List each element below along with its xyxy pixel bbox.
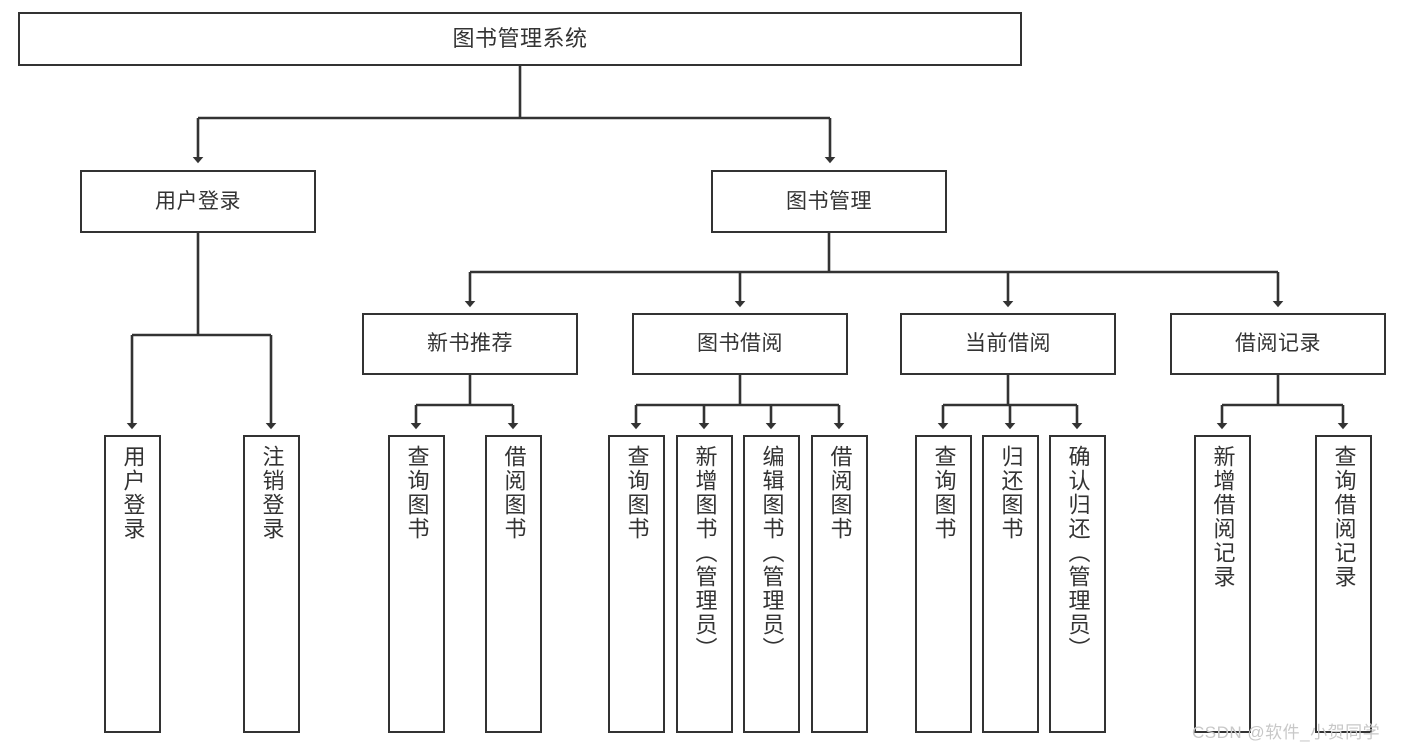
node-book-manage[interactable]: 图书管理 bbox=[711, 170, 947, 233]
node-leaf-query-borrow-record-label: 查询借阅记录 bbox=[1331, 445, 1357, 589]
node-leaf-confirm-return-label: 确认归还（管理员） bbox=[1065, 445, 1091, 661]
node-leaf-query-book-borrow-label: 查询图书 bbox=[624, 445, 650, 541]
node-leaf-return-book-label: 归还图书 bbox=[998, 445, 1024, 541]
node-borrow-record[interactable]: 借阅记录 bbox=[1170, 313, 1386, 375]
node-leaf-logout-login-label: 注销登录 bbox=[259, 445, 285, 541]
node-current-borrow-label: 当前借阅 bbox=[965, 332, 1051, 356]
node-leaf-query-book-rec-label: 查询图书 bbox=[404, 445, 430, 541]
node-leaf-edit-book-label: 编辑图书（管理员） bbox=[759, 445, 785, 661]
node-leaf-user-login[interactable]: 用户登录 bbox=[104, 435, 161, 733]
node-book-borrow[interactable]: 图书借阅 bbox=[632, 313, 848, 375]
node-leaf-logout-login[interactable]: 注销登录 bbox=[243, 435, 300, 733]
node-user-login[interactable]: 用户登录 bbox=[80, 170, 316, 233]
node-book-borrow-label: 图书借阅 bbox=[697, 332, 783, 356]
node-new-book-rec[interactable]: 新书推荐 bbox=[362, 313, 578, 375]
node-user-login-label: 用户登录 bbox=[155, 189, 241, 213]
node-leaf-add-borrow-record-label: 新增借阅记录 bbox=[1210, 445, 1236, 589]
node-leaf-add-borrow-record[interactable]: 新增借阅记录 bbox=[1194, 435, 1251, 733]
node-leaf-confirm-return[interactable]: 确认归还（管理员） bbox=[1049, 435, 1106, 733]
node-leaf-borrow-book-rec-label: 借阅图书 bbox=[501, 445, 527, 541]
node-leaf-add-book-label: 新增图书（管理员） bbox=[692, 445, 718, 661]
node-new-book-rec-label: 新书推荐 bbox=[427, 332, 513, 356]
node-leaf-query-borrow-record[interactable]: 查询借阅记录 bbox=[1315, 435, 1372, 733]
node-leaf-query-book-current-label: 查询图书 bbox=[931, 445, 957, 541]
csdn-watermark: CSDN @软件_小贺同学 bbox=[1192, 723, 1381, 742]
node-leaf-user-login-label: 用户登录 bbox=[120, 445, 146, 541]
node-leaf-add-book[interactable]: 新增图书（管理员） bbox=[676, 435, 733, 733]
node-borrow-record-label: 借阅记录 bbox=[1235, 332, 1321, 356]
node-current-borrow[interactable]: 当前借阅 bbox=[900, 313, 1116, 375]
node-root-label: 图书管理系统 bbox=[452, 25, 588, 51]
node-leaf-query-book-rec[interactable]: 查询图书 bbox=[388, 435, 445, 733]
node-leaf-return-book[interactable]: 归还图书 bbox=[982, 435, 1039, 733]
node-leaf-edit-book[interactable]: 编辑图书（管理员） bbox=[743, 435, 800, 733]
node-leaf-query-book-borrow[interactable]: 查询图书 bbox=[608, 435, 665, 733]
node-leaf-borrow-book[interactable]: 借阅图书 bbox=[811, 435, 868, 733]
node-book-manage-label: 图书管理 bbox=[786, 189, 872, 213]
node-leaf-borrow-book-rec[interactable]: 借阅图书 bbox=[485, 435, 542, 733]
node-root[interactable]: 图书管理系统 bbox=[18, 12, 1022, 66]
node-leaf-query-book-current[interactable]: 查询图书 bbox=[915, 435, 972, 733]
node-leaf-borrow-book-label: 借阅图书 bbox=[827, 445, 853, 541]
